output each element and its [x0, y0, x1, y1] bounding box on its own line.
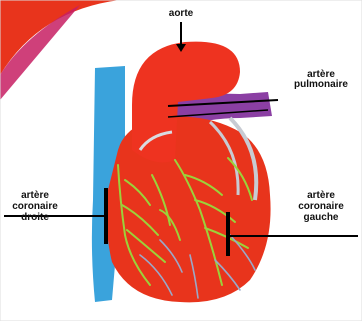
left-coronary-line-3: gauche — [290, 212, 352, 223]
left-coronary-line-2: coronaire — [290, 201, 352, 212]
pulmonary-artery-label: artère pulmonaire — [286, 70, 356, 90]
right-coronary-label: artère coronaire droite — [4, 190, 66, 223]
right-coronary-line-2: coronaire — [4, 201, 66, 212]
aorta-label: aorte — [164, 9, 198, 19]
left-coronary-line-1: artère — [290, 190, 352, 201]
right-coronary-line-3: droite — [4, 212, 66, 223]
left-coronary-label: artère coronaire gauche — [290, 190, 352, 223]
heart-body — [107, 117, 271, 303]
right-coronary-line-1: artère — [4, 190, 66, 201]
pulmonary-label-line-2: pulmonaire — [286, 80, 356, 90]
